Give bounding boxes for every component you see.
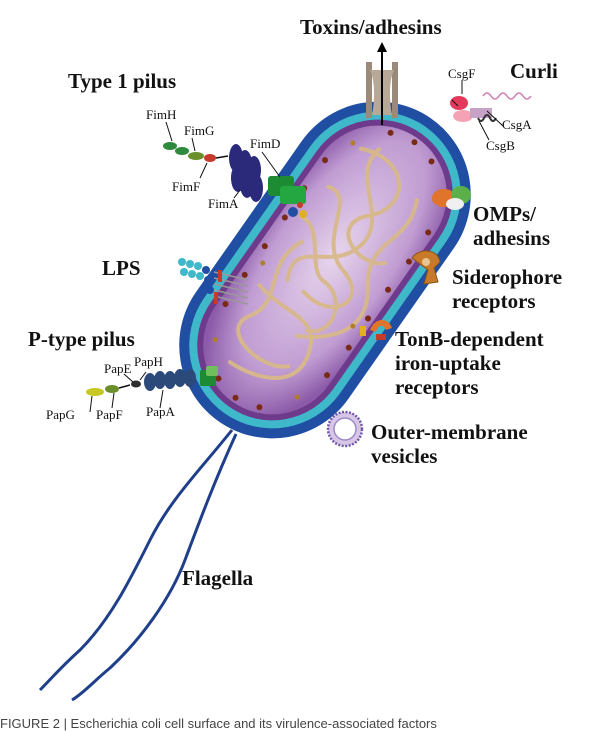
fima-rod	[229, 144, 263, 202]
label-csgg: CsgG	[418, 92, 448, 107]
label-fimg: FimG	[184, 123, 215, 138]
label-siderophore: Siderophore	[452, 265, 563, 289]
label-papf: PapF	[96, 407, 123, 422]
label-csgf: CsgF	[448, 66, 476, 81]
lps	[178, 258, 249, 305]
label-omps: OMPs/	[473, 202, 536, 226]
type1-pilus	[163, 121, 307, 218]
nucleoid	[227, 146, 419, 380]
outer-membrane-vesicle	[326, 410, 364, 448]
label-paph: PapH	[134, 354, 163, 369]
label-tonb-dependent: TonB-dependent	[395, 327, 544, 351]
ptype-pilus	[86, 366, 218, 413]
label-outer-membrane: Outer-membrane	[371, 420, 528, 444]
label-vesicles: vesicles	[371, 444, 438, 468]
label-type1-pilus: Type 1 pilus	[68, 69, 177, 93]
label-fimf: FimF	[172, 179, 201, 194]
label-fimd: FimD	[250, 136, 281, 151]
figure-caption: FIGURE 2 | Escherichia coli cell surface…	[0, 716, 437, 731]
label-csgb: CsgB	[486, 138, 515, 153]
label-curli: Curli	[510, 59, 558, 83]
label-siderophore-receptors: receptors	[452, 289, 536, 313]
tonb-receptor	[360, 319, 392, 340]
omps-adhesins	[432, 186, 471, 210]
fimd-usher	[268, 176, 307, 218]
bacterial-cell	[179, 101, 471, 439]
siderophore-receptor	[411, 250, 441, 285]
label-lps: LPS	[102, 256, 141, 280]
label-ptype-pilus: P-type pilus	[28, 327, 135, 351]
cytoplasm	[203, 125, 447, 415]
papa-rod	[144, 369, 196, 391]
label-flagella: Flagella	[182, 566, 254, 590]
label-papa: PapA	[146, 404, 175, 419]
label-adhesins: adhesins	[473, 226, 551, 250]
flagella	[38, 429, 238, 702]
curli	[450, 80, 532, 141]
label-pape: PapE	[104, 361, 132, 376]
label-papg: PapG	[46, 407, 75, 422]
label-toxins-adhesins: Toxins/adhesins	[300, 15, 442, 39]
label-iron-uptake: iron-uptake	[395, 351, 501, 375]
label-fimh: FimH	[146, 107, 177, 122]
label-csga: CsgA	[502, 117, 532, 132]
toxin-secretion-channel	[366, 42, 398, 125]
label-fima: FimA	[208, 196, 239, 211]
label-tonb-receptors: receptors	[395, 375, 479, 399]
